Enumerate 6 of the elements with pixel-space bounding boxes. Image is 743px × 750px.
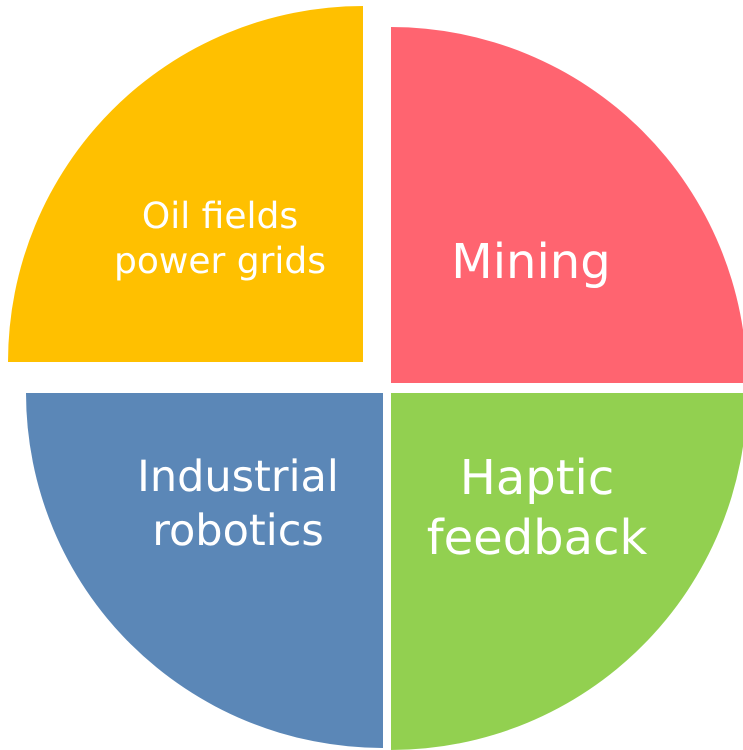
quadrant-sector	[391, 27, 743, 383]
sector-label: Mining	[450, 233, 612, 292]
sector-label: Oil fields power grids	[113, 195, 327, 284]
sector-label: Industrial robotics	[136, 451, 340, 558]
quadrant-sector	[391, 393, 743, 750]
sector-label: Haptic feedback	[426, 449, 648, 568]
